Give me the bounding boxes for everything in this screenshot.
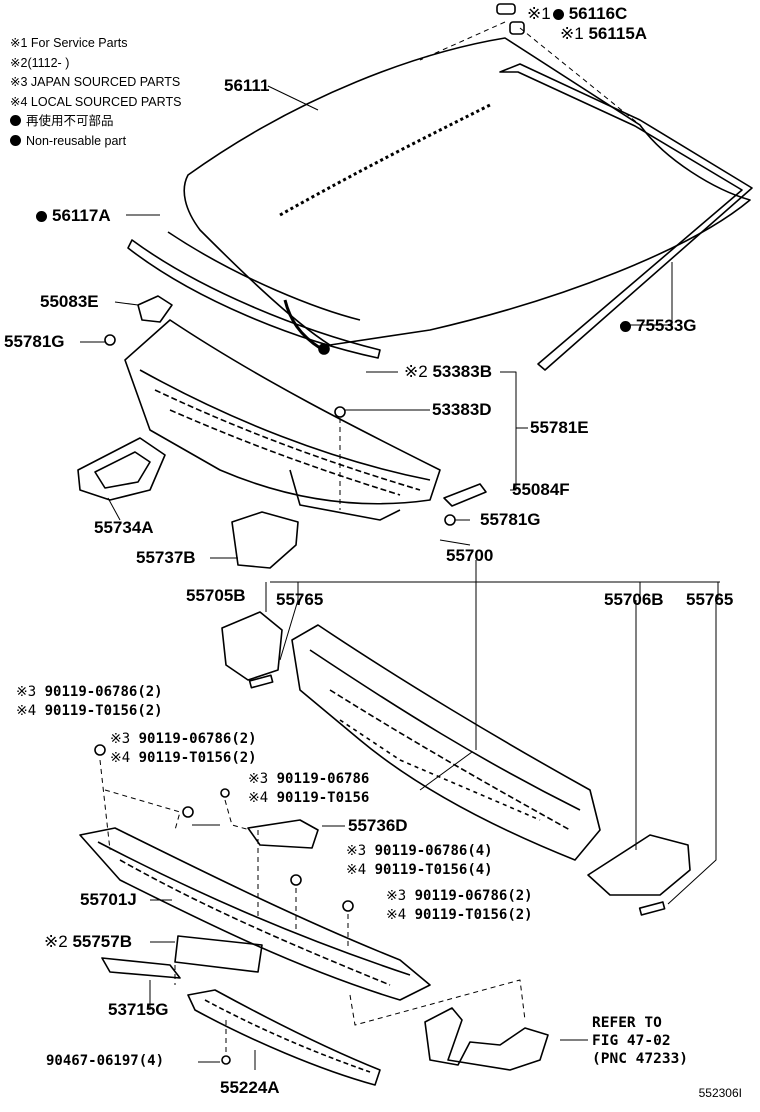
legend-item-3: ※3 JAPAN SOURCED PARTS xyxy=(10,75,181,89)
seal-55734A xyxy=(77,437,166,501)
part-label-55706B[interactable]: 55706B xyxy=(604,590,664,609)
part-label-75533G[interactable]: 75533G xyxy=(620,316,697,336)
part-label-55736D[interactable]: 55736D xyxy=(348,816,408,835)
windshield-glass xyxy=(183,37,751,346)
cowl-louver xyxy=(124,319,441,505)
part-label-55084F[interactable]: 55084F xyxy=(512,480,570,499)
reference-line-1: REFER TO xyxy=(592,1015,662,1031)
part-label-55757B[interactable]: ※2 55757B xyxy=(44,932,132,951)
part-label-55765-left[interactable]: 55765 xyxy=(276,590,324,609)
bolt-label-b2[interactable]: ※4 90119-T0156(2) xyxy=(16,703,163,719)
bolt-label-b6[interactable]: ※4 90119-T0156 xyxy=(248,790,370,806)
part-label-55224A[interactable]: 55224A xyxy=(220,1078,280,1097)
part-label-55700[interactable]: 55700 xyxy=(446,546,494,565)
non-reusable-dot-icon xyxy=(10,115,21,126)
legend-item-5: 再使用不可部品 xyxy=(10,112,181,132)
clip-55083E xyxy=(137,295,173,323)
glass-top-dashes xyxy=(279,103,491,217)
bracket-55706B xyxy=(587,834,691,896)
bolt-label-b10[interactable]: ※4 90119-T0156(2) xyxy=(386,907,533,923)
hood-hinge-bracket xyxy=(424,1007,549,1071)
non-reusable-dot-icon xyxy=(620,321,631,332)
bolt-label-b5[interactable]: ※3 90119-06786 xyxy=(248,771,370,787)
part-label-55705B[interactable]: 55705B xyxy=(186,586,246,605)
seal-55737B xyxy=(231,511,299,569)
bracket-55084F xyxy=(443,483,487,507)
part-label-55734A[interactable]: 55734A xyxy=(94,518,154,537)
part-label-56117A[interactable]: 56117A xyxy=(36,206,111,226)
figure-number: 552306I xyxy=(698,1086,742,1100)
insulator-55757B xyxy=(174,935,263,973)
bolt-label-b7[interactable]: ※3 90119-06786(4) xyxy=(346,843,493,859)
part-label-55083E[interactable]: 55083E xyxy=(40,292,99,311)
legend-item-6: Non-reusable part xyxy=(10,132,181,152)
bolt-label-b1[interactable]: ※3 90119-06786(2) xyxy=(16,684,163,700)
reference-line-3: (PNC 47233) xyxy=(592,1051,689,1067)
cowl-lower-panel xyxy=(79,827,431,1001)
part-label-53715G[interactable]: 53715G xyxy=(108,1000,169,1019)
under-cover-55224A xyxy=(187,989,381,1086)
part-label-56115A[interactable]: ※1 56115A xyxy=(560,24,648,43)
bolt-label-b8[interactable]: ※4 90119-T0156(4) xyxy=(346,862,493,878)
cowl-top-panel xyxy=(291,624,601,861)
plate-53715G xyxy=(101,957,181,979)
part-label-55781E[interactable]: 55781E xyxy=(530,418,589,437)
part-label-55781G-right[interactable]: 55781G xyxy=(480,510,541,529)
part-label-56111[interactable]: 56111 xyxy=(224,76,270,95)
molding-right xyxy=(499,63,753,371)
legend-item-1: ※1 For Service Parts xyxy=(10,36,128,50)
legend-item-2: ※2(1112- ) xyxy=(10,55,70,70)
molding-lower xyxy=(127,239,381,359)
part-label-53383B[interactable]: ※2 53383B xyxy=(404,362,492,381)
bolt-label-b3[interactable]: ※3 90119-06786(2) xyxy=(110,731,257,747)
part-label-55781G-left[interactable]: 55781G xyxy=(4,332,65,351)
non-reusable-dot-icon xyxy=(552,9,564,20)
reference-note[interactable]: REFER TO FIG 47-02 (PNC 47233) xyxy=(592,1014,688,1068)
part-label-55737B[interactable]: 55737B xyxy=(136,548,196,567)
reference-line-2: FIG 47-02 xyxy=(592,1033,671,1049)
legend: ※1 For Service Parts ※2(1112- ) ※3 JAPAN… xyxy=(10,34,181,151)
bolt-label-b9[interactable]: ※3 90119-06786(2) xyxy=(386,888,533,904)
non-reusable-dot-icon xyxy=(10,134,21,146)
bolt-label-b4[interactable]: ※4 90119-T0156(2) xyxy=(110,750,257,766)
part-label-90467-06197[interactable]: 90467-06197(4) xyxy=(46,1053,165,1069)
non-reusable-dot-icon xyxy=(36,211,47,222)
bracket-55705B xyxy=(221,611,283,681)
part-label-53383D[interactable]: 53383D xyxy=(432,400,492,419)
part-label-55701J[interactable]: 55701J xyxy=(80,890,137,909)
part-label-55765-right[interactable]: 55765 xyxy=(686,590,734,609)
legend-item-4: ※4 LOCAL SOURCED PARTS xyxy=(10,94,182,109)
